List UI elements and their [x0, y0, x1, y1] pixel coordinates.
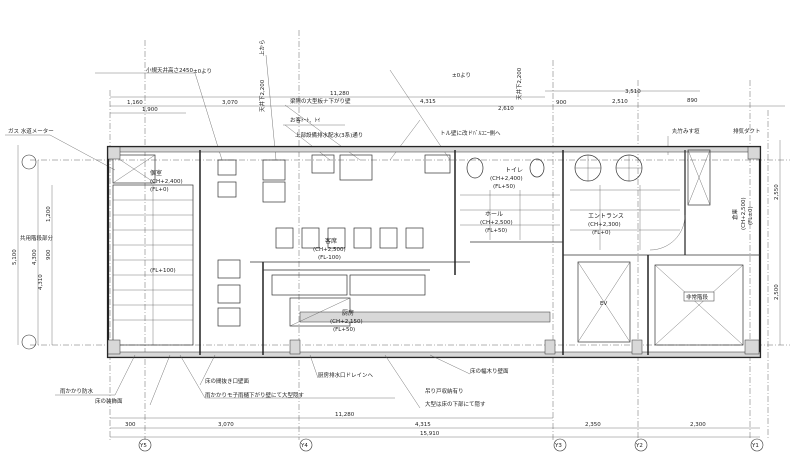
toilet-icon	[466, 157, 484, 179]
note-bottom-1: 床の装飾面	[95, 397, 123, 405]
note-from-zero-2: ±0より	[452, 72, 471, 79]
dim-top-4: 4,315	[420, 99, 436, 105]
grid-lines	[30, 30, 790, 440]
grid-y1: Y1	[751, 443, 759, 449]
room-storage: 倉庫	[731, 208, 739, 220]
room-storage-fl: (FL±0)	[748, 206, 754, 225]
top-notes: 小規天井高さ2450 ±0より ±0より 上から 天井下2,200 天井下2,2…	[5, 39, 761, 242]
room-hall-fl: (FL+50)	[485, 228, 507, 234]
note-customer-toilet: お客ﾄｰﾄ、ﾄｲ	[290, 116, 321, 124]
dim-top-7: 3,510	[625, 89, 641, 95]
note-ceiling-drop: 天井下2,200	[258, 79, 266, 112]
dim-bottom-total: 15,910	[420, 431, 440, 437]
note-ceiling-drop-2: 天井下2,200	[515, 67, 523, 100]
room-entrance: エントランス	[588, 213, 624, 220]
grid-axis-markers: Y5 Y4 Y3 Y2 Y1	[138, 438, 764, 452]
room-fl-note: (FL+100)	[150, 268, 176, 274]
room-entrance-ch: (CH+2,300)	[588, 222, 621, 228]
building-walls	[106, 145, 762, 359]
note-bottom-2: 床の間抜き口壁面	[205, 377, 250, 385]
note-bottom-5: 床の幅木り壁面	[470, 367, 509, 375]
emergency-stairs	[654, 264, 744, 346]
note-bottom-3: 雨かかりモ子雨樋下がり壁にて大型隠す	[205, 391, 305, 399]
dim-left-3: 4,310	[38, 274, 44, 290]
elevator-shaft	[577, 261, 631, 343]
room-kitchen: 厨房	[342, 309, 354, 317]
room-ev: EV	[600, 301, 607, 307]
note-bamboo-fence: 丸竹みす垣	[672, 127, 700, 135]
dim-bottom-4: 4,315	[415, 422, 431, 428]
note-bottom-4: 厨房排水口ドレインへ	[318, 371, 374, 379]
note-from-top: 上から	[258, 39, 266, 56]
note-shared-stair: 共用階段部分	[20, 234, 54, 242]
note-balcony-wall: トル壁に改ドﾊﾞﾙｺﾆｰ側へ	[440, 129, 501, 137]
dim-top-6: 900	[556, 100, 567, 106]
room-labels: トイレ (CH+2,400) (FL+50) ホール (CH+2,500) (F…	[150, 167, 754, 333]
note-from-zero-1: ±0より	[193, 68, 212, 75]
dim-bottom-6: 2,300	[690, 422, 706, 428]
note-bottom-7: 大型は床の下部にて隠す	[425, 400, 486, 408]
bottom-notes: 雨かかり防水 床の装飾面 床の間抜き口壁面 雨かかりモ子雨樋下がり壁にて大型隠す…	[55, 354, 509, 409]
room-storage-ch: (CH+2,500)	[741, 197, 747, 230]
grid-bubble-x1	[21, 154, 37, 170]
dim-bottom-5: 2,350	[585, 422, 601, 428]
room-private-ch: (CH+2,400)	[150, 179, 183, 185]
dim-top-5: 2,610	[498, 106, 514, 112]
top-dimensions: 11,280 1,160 3,070 1,900 4,315 2,610 900…	[110, 89, 785, 114]
dim-bottom-1: 11,280	[335, 412, 355, 418]
dim-left-4: 1,200	[46, 206, 52, 222]
grid-y5: Y5	[139, 443, 147, 449]
room-entrance-fl: (FL+0)	[592, 230, 611, 236]
room-seating: 客席	[325, 237, 337, 245]
note-gas-water: ガス 水道メーター	[8, 127, 54, 135]
grid-bubble-x2	[21, 334, 37, 350]
note-ceiling: 小規天井高さ2450	[146, 66, 193, 74]
bottom-dimensions: 11,280 300 3,070 4,315 2,350 2,300 15,91…	[110, 412, 760, 438]
dim-left-1: 5,100	[12, 249, 18, 265]
room-emergency-stairs: 非常階段	[686, 293, 709, 301]
dim-top-9: 890	[687, 98, 698, 104]
room-seating-ch: (CH+2,500)	[313, 247, 346, 253]
left-dimensions: 5,100 4,300 4,310 1,200 900	[12, 145, 53, 350]
note-exhaust-duct: 排気ダクト	[733, 127, 761, 135]
dim-top-1: 1,160	[127, 100, 143, 106]
note-bottom-0: 雨かかり防水	[60, 387, 94, 395]
dim-bottom-3: 3,070	[218, 422, 234, 428]
room-seating-fl: (FL-100)	[318, 255, 341, 261]
sink-icon	[529, 158, 545, 178]
room-kitchen-ch: (CH+2,150)	[330, 319, 363, 325]
dim-top-2: 3,070	[222, 100, 238, 106]
room-toilet: トイレ	[505, 167, 523, 174]
room-hall-ch: (CH+2,500)	[480, 220, 513, 226]
dim-left-5: 900	[46, 249, 52, 260]
dim-bottom-2: 300	[125, 422, 136, 428]
dim-right-1: 2,550	[774, 184, 780, 200]
note-bottom-6: 吊り戸収納有り	[425, 387, 464, 395]
grid-y3: Y3	[554, 443, 562, 449]
room-toilet-ch: (CH+2,400)	[490, 176, 523, 182]
note-upper-drain: 上部設備排水配水(3系)通り	[295, 131, 363, 139]
room-private-fl: (FL+0)	[150, 187, 169, 193]
dim-left-2: 4,300	[32, 249, 38, 265]
dim-right-2: 2,500	[774, 284, 780, 300]
room-hall: ホール	[485, 211, 503, 218]
grid-y2: Y2	[635, 443, 643, 449]
room-toilet-fl: (FL+50)	[493, 184, 515, 190]
dim-top-8: 2,510	[612, 99, 628, 105]
room-private: 個室	[150, 169, 162, 177]
room-kitchen-fl: (FL+50)	[333, 327, 355, 333]
dim-top-3: 1,900	[142, 107, 158, 113]
grid-y4: Y4	[300, 443, 308, 449]
note-beam-wall: 梁際の大型板ナ下がり壁	[290, 97, 351, 105]
right-dimensions: 2,550 2,500	[774, 140, 781, 345]
dim-top-total: 11,280	[330, 91, 350, 97]
